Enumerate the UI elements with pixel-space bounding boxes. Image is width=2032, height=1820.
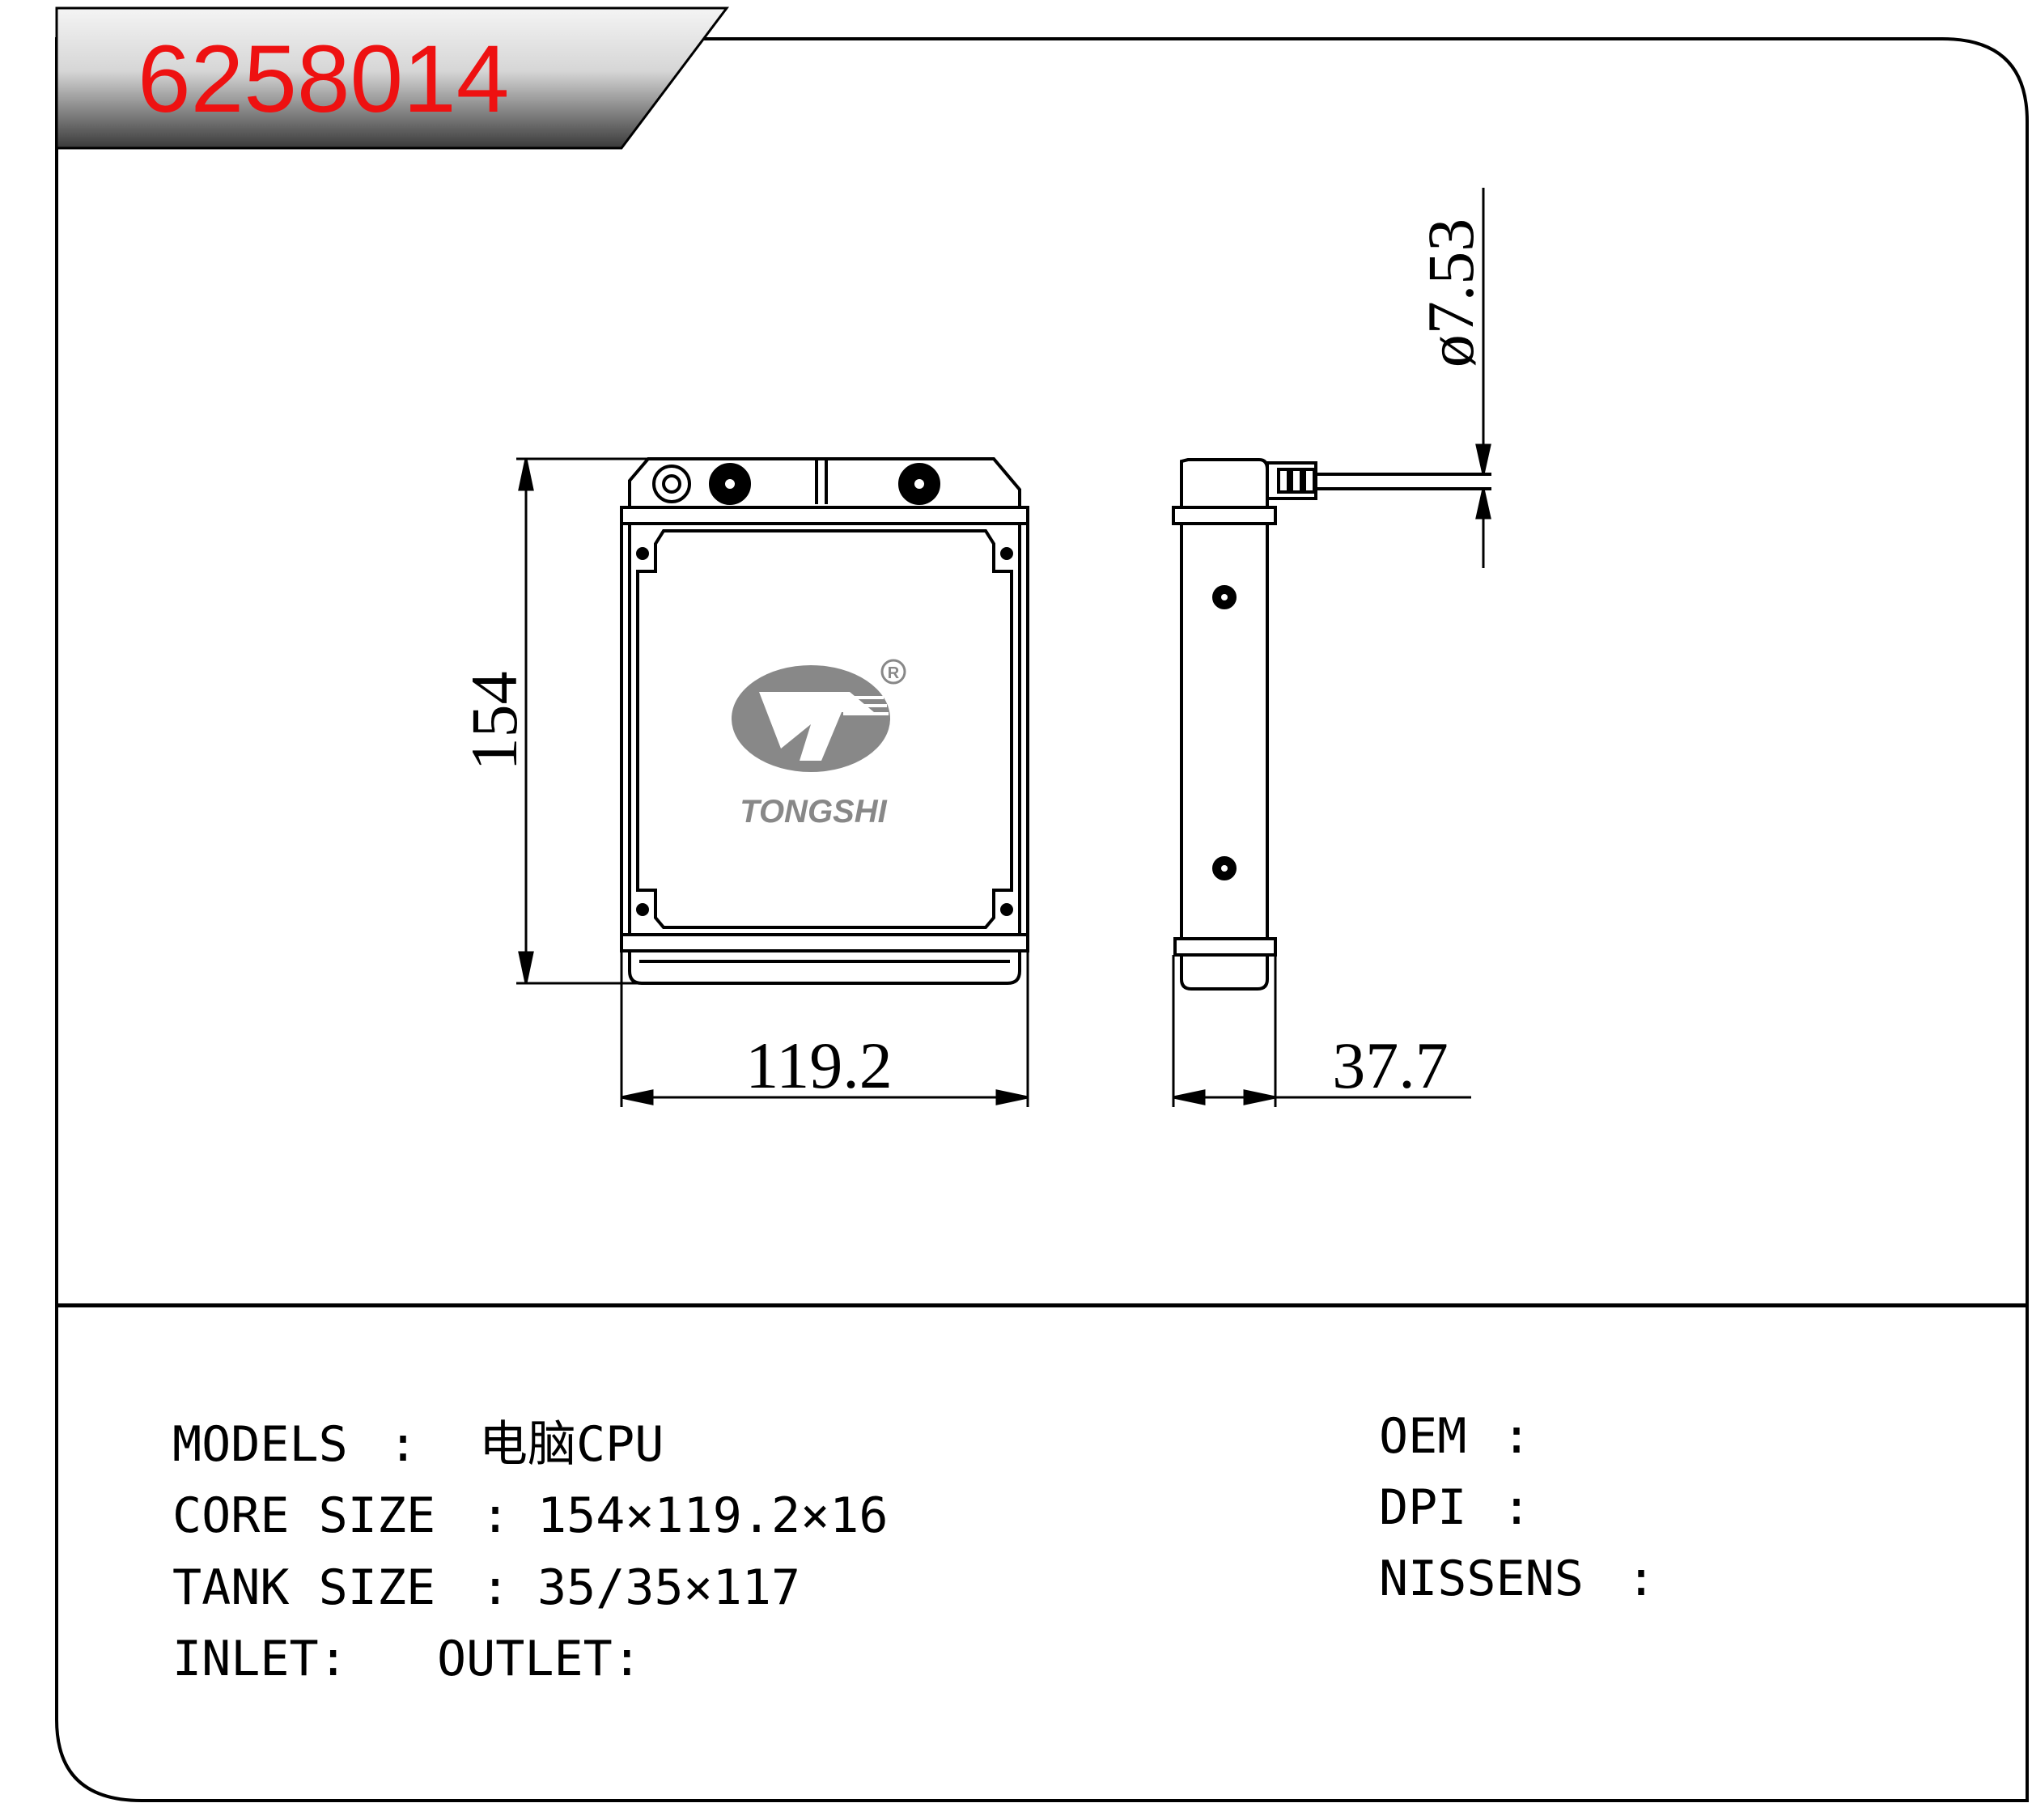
dpi-sep: : [1502, 1479, 1531, 1536]
diameter-dimension [1475, 188, 1491, 568]
oem-label: OEM [1379, 1408, 1466, 1465]
width-dimension [620, 951, 1029, 1107]
tank-size-value: 35/35×117 [537, 1559, 800, 1616]
top-tank [628, 457, 1021, 507]
fitting-left-icon [652, 465, 691, 503]
sheet-frame [55, 37, 2029, 1802]
nissens-sep: : [1627, 1551, 1656, 1607]
front-view [620, 457, 1029, 985]
outlet-label: OUTLET: [437, 1631, 642, 1687]
tongshi-logo: R TONGSHI [732, 659, 906, 829]
depth-dimension [1172, 955, 1471, 1107]
models-sep: : [388, 1416, 418, 1473]
svg-text:R: R [888, 664, 900, 682]
nissens-label: NISSENS [1379, 1551, 1584, 1607]
width-value: 119.2 [745, 1029, 892, 1102]
dpi-label: DPI [1379, 1479, 1466, 1536]
inlet-label: INLET: [172, 1631, 348, 1687]
header-banner [55, 6, 730, 150]
tank-size-sep: : [481, 1559, 510, 1616]
core-size-label: CORE SIZE [172, 1487, 435, 1544]
side-view [1172, 458, 1491, 991]
registered-icon [880, 659, 906, 685]
part-number: 6258014 [138, 26, 509, 133]
core-size-sep: : [481, 1487, 510, 1544]
oem-sep: : [1502, 1408, 1531, 1465]
diameter-value: ø7.53 [1414, 218, 1487, 368]
depth-value: 37.7 [1332, 1029, 1449, 1102]
height-dimension [516, 457, 647, 985]
bottom-tank [628, 951, 1021, 985]
models-value: 电脑CPU [479, 1416, 664, 1473]
height-value: 154 [457, 672, 531, 771]
tank-size-label: TANK SIZE [172, 1559, 435, 1616]
core-size-value: 154×119.2×16 [537, 1487, 888, 1544]
models-label: MODELS [172, 1416, 348, 1473]
logo-brand: TONGSHI [740, 794, 887, 829]
